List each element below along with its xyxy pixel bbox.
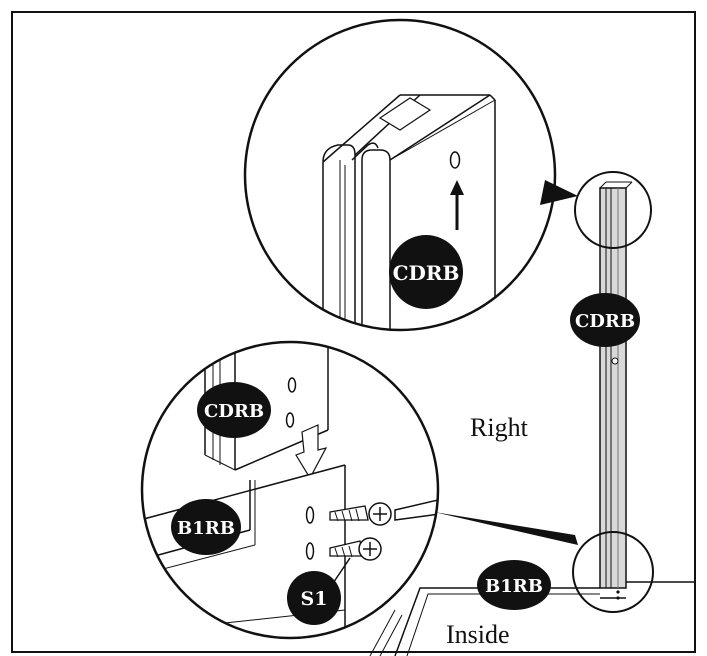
label-cdrb-top: CDRB xyxy=(389,235,463,309)
label-b1rb-base: B1RB xyxy=(477,560,551,610)
label-b1rb-detail: B1RB xyxy=(171,499,241,555)
right-label: Right xyxy=(470,413,529,442)
vertical-rail xyxy=(599,181,633,589)
label-cdrb-rail: CDRB xyxy=(570,293,640,347)
screwdriver xyxy=(394,499,438,521)
label-cdrb-bottom: CDRB xyxy=(197,382,271,438)
svg-text:B1RB: B1RB xyxy=(485,576,543,597)
top-callout-circle xyxy=(574,171,652,249)
inside-label: Inside xyxy=(446,620,510,649)
label-s1: S1 xyxy=(287,571,341,625)
svg-text:CDRB: CDRB xyxy=(204,401,264,422)
svg-text:B1RB: B1RB xyxy=(177,518,235,539)
screw-lower xyxy=(329,537,382,561)
svg-text:S1: S1 xyxy=(301,588,328,610)
bottom-leader-wedge xyxy=(434,512,578,545)
page-border xyxy=(11,11,696,653)
svg-text:CDRB: CDRB xyxy=(575,311,635,332)
svg-text:CDRB: CDRB xyxy=(393,261,460,285)
bottom-callout-circle xyxy=(572,531,654,613)
screw-upper xyxy=(329,502,392,526)
top-leader-wedge xyxy=(540,180,578,205)
